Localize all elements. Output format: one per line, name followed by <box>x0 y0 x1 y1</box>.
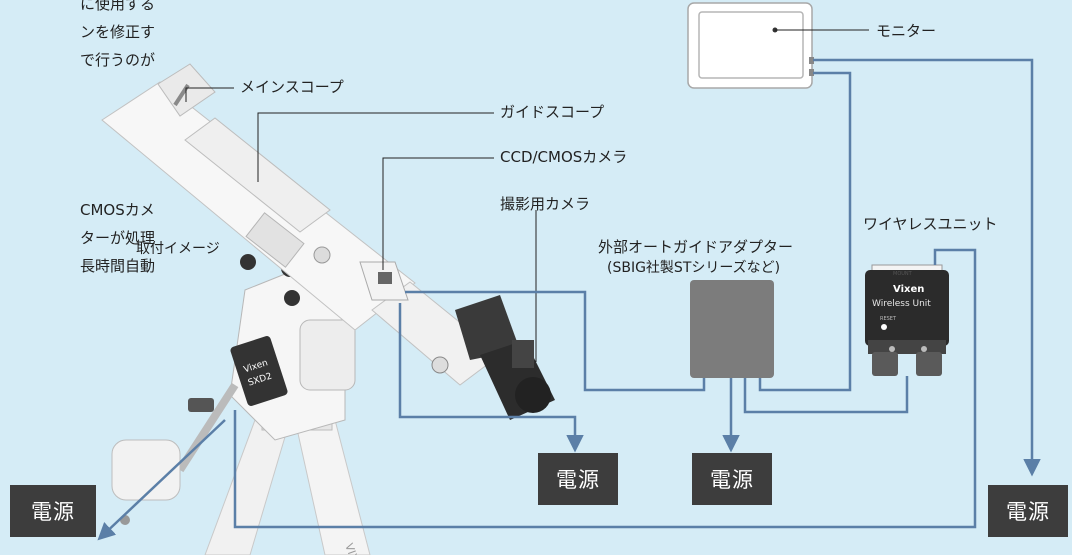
ccd-camera <box>359 261 409 301</box>
intro-line: CMOSカメ <box>80 201 155 219</box>
power-box-center-left: 電源 <box>538 453 618 505</box>
label-wireless-unit: ワイヤレスユニット <box>863 215 998 233</box>
label-photo-camera: 撮影用カメラ <box>500 195 591 213</box>
label-monitor: モニター <box>876 22 937 40</box>
wireless-unit: MOUNT Vixen Wireless Unit RESET <box>865 264 949 376</box>
power-box-right: 電源 <box>988 485 1068 537</box>
connection-lines <box>97 58 1041 541</box>
label-adapter-note: (SBIG社製STシリーズなど) <box>607 260 781 276</box>
intro-line: 長時間自動 <box>80 257 156 275</box>
label-guide-scope: ガイドスコープ <box>500 103 605 121</box>
adapter-box <box>690 280 774 378</box>
intro-line: ターが処理 <box>80 229 156 247</box>
label-main-scope: メインスコープ <box>240 78 344 96</box>
power-box-center: 電源 <box>692 453 772 505</box>
power-box-left: 電源 <box>10 485 96 537</box>
wireless-reset-label: RESET <box>880 316 897 322</box>
label-mount-image: 取付イメージ <box>136 241 220 257</box>
intro-line: で行うのが <box>80 51 156 69</box>
intro-line: に使用する <box>80 0 156 13</box>
intro-line: ンを修正す <box>80 23 156 41</box>
intro-text-bottom: CMOSカメ ターが処理 長時間自動 <box>0 196 155 280</box>
intro-text-top: に使用する ンを修正す で行うのが <box>0 0 155 74</box>
wireless-name: Wireless Unit <box>872 299 931 309</box>
monitor <box>687 2 814 89</box>
label-adapter: 外部オートガイドアダプター <box>598 238 794 256</box>
wireless-top-label: MOUNT <box>893 271 913 277</box>
leader-lines <box>185 29 869 362</box>
wireless-brand: Vixen <box>893 284 924 295</box>
photo-camera <box>431 295 555 420</box>
tripod-brand: VIX <box>342 542 361 555</box>
label-ccd-camera: CCD/CMOSカメラ <box>500 148 628 166</box>
